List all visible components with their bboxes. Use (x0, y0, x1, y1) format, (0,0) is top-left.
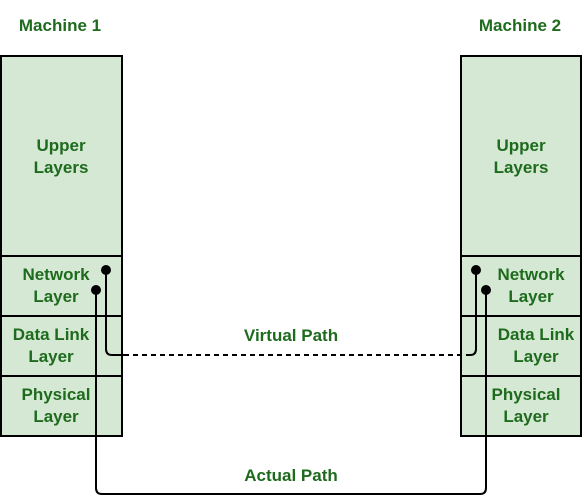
machine-1-network-label-1: Network (22, 265, 90, 284)
machine-2-physical-label-1: Physical (492, 385, 561, 404)
machine-2-title: Machine 2 (479, 16, 561, 35)
machine-2-datalink-label-1: Data Link (498, 325, 575, 344)
machine-1-title: Machine 1 (19, 16, 101, 35)
machine-1-datalink-label-1: Data Link (13, 325, 90, 344)
machine-1-physical-layer-box (0, 375, 123, 437)
machine-1-upper-label-1: Upper (36, 136, 86, 155)
machine-2-upper-label-1: Upper (496, 136, 546, 155)
machine-2-network-label-1: Network (497, 265, 565, 284)
virtual-path-end-dot (471, 265, 481, 275)
machine-1-network-layer-box (0, 255, 123, 317)
machine-2: Machine 2 Upper Layers Network Layer Dat… (460, 16, 582, 437)
actual-path-end-dot (481, 285, 491, 295)
machine-1-data-link-layer-box (0, 315, 123, 377)
machine-1-upper-label-2: Layers (34, 158, 89, 177)
machine-1-network-label-2: Layer (33, 287, 79, 306)
virtual-path-right-connector (469, 270, 477, 356)
machine-2-physical-layer-box (460, 375, 582, 437)
machine-1-upper-layers-box (0, 55, 123, 257)
machine-1-datalink-label-2: Layer (28, 347, 74, 366)
actual-path-line (95, 290, 487, 495)
machine-1-physical-label-1: Physical (22, 385, 91, 404)
machine-2-upper-label-2: Layers (494, 158, 549, 177)
virtual-path-label: Virtual Path (244, 326, 338, 345)
virtual-path-left-connector (105, 270, 124, 356)
machine-2-upper-layers-box (460, 55, 582, 257)
machine-2-network-label-2: Layer (508, 287, 554, 306)
actual-path-start-dot (91, 285, 101, 295)
machine-1-physical-label-2: Layer (33, 407, 79, 426)
machine-1: Machine 1 Upper Layers Network Layer Dat… (0, 16, 123, 437)
machine-2-physical-label-2: Layer (503, 407, 549, 426)
virtual-path-start-dot (101, 265, 111, 275)
machine-2-datalink-label-2: Layer (513, 347, 559, 366)
machine-2-network-layer-box (460, 255, 582, 317)
actual-path-label: Actual Path (244, 466, 338, 485)
